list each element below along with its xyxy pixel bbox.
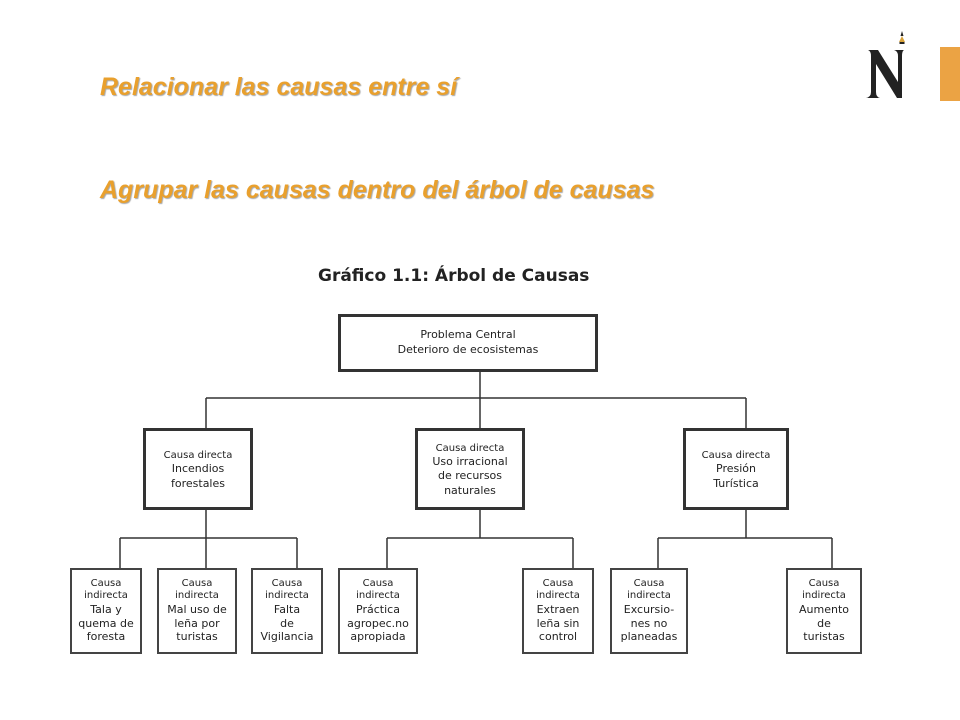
indirect-cause-text: turistas	[803, 630, 845, 644]
direct-cause-text: Incendios	[171, 462, 225, 476]
indirect-cause-text: Mal uso de	[167, 602, 227, 616]
direct-cause-text: naturales	[444, 483, 496, 497]
indirect-cause-label: indirecta	[536, 590, 580, 602]
indirect-cause-text: Vigilancia	[260, 630, 314, 644]
indirect-cause-box: Causa indirecta Tala y quema de foresta	[70, 568, 142, 654]
central-problem-text: Deterioro de ecosistemas	[397, 343, 539, 356]
indirect-cause-text: de	[817, 616, 831, 630]
indirect-cause-text: apropiada	[350, 630, 406, 644]
indirect-cause-label: Causa	[181, 577, 213, 589]
indirect-cause-box: Causa indirecta Excursio- nes no planead…	[610, 568, 688, 654]
diagram-title: Gráfico 1.1: Árbol de Causas	[318, 266, 590, 286]
direct-cause-text: Presión	[716, 462, 756, 476]
direct-cause-text: de recursos	[437, 469, 503, 483]
direct-cause-label: Causa directa	[701, 449, 771, 461]
indirect-cause-label: indirecta	[175, 590, 219, 602]
indirect-cause-text: Falta	[273, 602, 301, 616]
indirect-cause-box: Causa indirecta Práctica agropec.no apro…	[338, 568, 418, 654]
direct-cause-text: Uso irracional	[432, 454, 508, 468]
direct-cause-text: forestales	[171, 476, 225, 490]
indirect-cause-label: indirecta	[802, 590, 846, 602]
indirect-cause-label: Causa	[633, 577, 665, 589]
indirect-cause-text: foresta	[86, 630, 126, 644]
indirect-cause-text: planeadas	[620, 630, 678, 644]
indirect-cause-text: leña sin	[536, 616, 580, 630]
indirect-cause-label: indirecta	[627, 590, 671, 602]
accent-bar	[940, 47, 960, 101]
indirect-cause-label: Causa	[271, 577, 303, 589]
direct-cause-box: Causa directa Uso irracional de recursos…	[415, 428, 525, 510]
indirect-cause-label: indirecta	[84, 590, 128, 602]
direct-cause-box: Causa directa Presión Turística	[683, 428, 789, 510]
indirect-cause-text: Aumento	[799, 602, 849, 616]
indirect-cause-text: control	[538, 630, 578, 644]
indirect-cause-text: quema de	[78, 616, 134, 630]
heading-group-causes: Agrupar las causas dentro del árbol de c…	[100, 176, 655, 204]
indirect-cause-box: Causa indirecta Aumento de turistas	[786, 568, 862, 654]
indirect-cause-text: Tala y	[90, 602, 122, 616]
indirect-cause-text: de	[280, 616, 294, 630]
indirect-cause-box: Causa indirecta Falta de Vigilancia	[251, 568, 323, 654]
indirect-cause-label: Causa	[362, 577, 394, 589]
indirect-cause-box: Causa indirecta Mal uso de leña por turi…	[157, 568, 237, 654]
n-letter-logo-icon	[866, 31, 905, 98]
indirect-cause-text: Práctica	[356, 602, 400, 616]
central-problem-label: Problema Central	[420, 328, 516, 342]
indirect-cause-box: Causa indirecta Extraen leña sin control	[522, 568, 594, 654]
indirect-cause-text: turistas	[176, 630, 218, 644]
indirect-cause-text: Extraen	[536, 602, 580, 616]
indirect-cause-label: Causa	[90, 577, 122, 589]
direct-cause-label: Causa directa	[435, 442, 505, 454]
direct-cause-text: Turística	[713, 476, 759, 490]
indirect-cause-label: Causa	[542, 577, 574, 589]
indirect-cause-text: leña por	[174, 616, 220, 630]
direct-cause-box: Causa directa Incendios forestales	[143, 428, 253, 510]
indirect-cause-text: Excursio-	[623, 602, 675, 616]
indirect-cause-text: agropec.no	[347, 616, 409, 630]
indirect-cause-label: indirecta	[356, 590, 400, 602]
indirect-cause-text: nes no	[630, 616, 668, 630]
indirect-cause-label: Causa	[808, 577, 840, 589]
indirect-cause-label: indirecta	[265, 590, 309, 602]
direct-cause-label: Causa directa	[163, 449, 233, 461]
heading-relate-causes: Relacionar las causas entre sí	[100, 73, 458, 101]
central-problem-box: Problema Central Deterioro de ecosistema…	[338, 314, 598, 372]
